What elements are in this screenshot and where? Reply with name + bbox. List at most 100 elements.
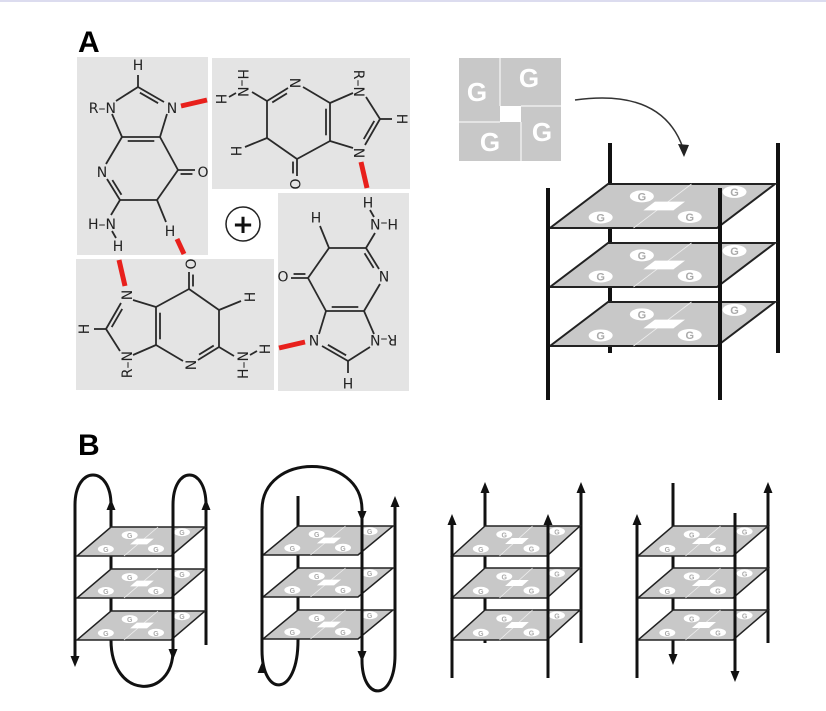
- g-base-label: G: [685, 212, 694, 224]
- g-base-label: G: [742, 529, 748, 536]
- g-base-label: G: [367, 529, 373, 536]
- atom-label: H: [343, 374, 354, 390]
- plate-center: [316, 621, 341, 628]
- covalent-bond: [329, 92, 354, 104]
- g-base-marker: [496, 530, 513, 539]
- covalent-bond: [155, 288, 190, 308]
- g-base-label: G: [314, 616, 320, 623]
- g-base-label: G: [529, 547, 535, 554]
- g-base-label: G: [478, 589, 484, 596]
- double-bond: [139, 91, 159, 104]
- atom-label: N: [350, 148, 366, 158]
- curved-arrow-line: [574, 97, 684, 149]
- covalent-bond: [111, 230, 117, 239]
- plate-divider: [685, 525, 721, 557]
- strand: [73, 473, 113, 660]
- plate-divider: [310, 567, 346, 598]
- atom-label: O: [197, 165, 208, 181]
- g-base-label: G: [502, 574, 508, 581]
- g-base-label: G: [103, 631, 109, 638]
- atom-label: O: [277, 267, 288, 283]
- covalent-bond: [106, 178, 121, 201]
- g-base-label: G: [689, 574, 695, 581]
- g-base-marker: [121, 615, 138, 624]
- g-base-marker: [97, 545, 114, 554]
- g-base-marker: [523, 544, 540, 553]
- covalent-bond: [218, 300, 242, 311]
- plate-divider: [310, 525, 346, 556]
- g-base-label: G: [665, 631, 671, 638]
- g-base-label: G: [554, 529, 560, 536]
- covalent-bond: [218, 346, 235, 357]
- plate-center: [643, 319, 685, 329]
- g-base-label: G: [179, 530, 185, 537]
- covalent-bond: [156, 199, 167, 223]
- g-base-marker: [361, 611, 378, 620]
- g-base-label: G: [502, 616, 508, 623]
- g-base-label: G: [467, 77, 487, 107]
- cation-plus: +: [232, 210, 254, 240]
- g-base-label: G: [314, 532, 320, 539]
- atom-label: R–N: [89, 101, 116, 117]
- covalent-bond: [302, 86, 331, 104]
- atom-label: H: [212, 94, 228, 105]
- g-base-label: G: [685, 271, 694, 283]
- g-base-marker: [548, 611, 565, 620]
- g-base-label: G: [638, 309, 647, 321]
- g-base-label: G: [689, 532, 695, 539]
- g-base-label: G: [127, 533, 133, 540]
- cation-circle: [225, 206, 261, 242]
- g-base-marker: [710, 586, 726, 595]
- covalent-bond: [105, 328, 121, 352]
- g-base-marker: [284, 586, 301, 595]
- atom-label: H–N: [236, 351, 252, 379]
- g-base-label: G: [715, 631, 721, 638]
- hydrogen-bond: [180, 97, 208, 109]
- arrow-down-icon: [730, 671, 740, 682]
- g-base-marker: [736, 569, 753, 578]
- g-base-marker: [722, 303, 747, 316]
- g-base-marker: [496, 614, 513, 623]
- g-base-marker: [284, 628, 301, 637]
- g-base-marker: [284, 544, 301, 553]
- atom-label: N: [167, 101, 177, 117]
- g-base-label: G: [153, 589, 159, 596]
- g-base-marker: [523, 586, 540, 595]
- g-base-label: G: [730, 305, 739, 317]
- top-border: [0, 0, 826, 2]
- atom-label: H: [243, 292, 259, 303]
- covalent-bond: [132, 299, 157, 308]
- g-base-marker: [736, 527, 753, 536]
- double-bond: [111, 179, 123, 196]
- g-base-label: G: [127, 575, 133, 582]
- atom-label: N: [120, 290, 136, 300]
- g-base-marker: [523, 628, 540, 637]
- covalent-bond: [363, 283, 381, 312]
- g-base-marker: [496, 572, 513, 581]
- g-base-label: G: [340, 546, 346, 553]
- atom-label: H: [258, 344, 274, 355]
- g-base-label: G: [314, 574, 320, 581]
- covalent-bond: [111, 113, 123, 138]
- g-base-marker: [308, 572, 325, 581]
- covalent-bond: [321, 345, 349, 362]
- g-base-label: G: [689, 616, 695, 623]
- g-base-label: G: [367, 571, 373, 578]
- g-base-label: G: [730, 187, 739, 199]
- g-base-label: G: [153, 547, 159, 554]
- covalent-bond: [329, 140, 354, 149]
- g-base-label: G: [290, 588, 296, 595]
- double-bond: [110, 308, 123, 328]
- arrow-up-icon: [543, 514, 553, 525]
- covalent-bond: [137, 86, 165, 103]
- g-base-marker: [548, 527, 565, 536]
- cation-symbol: +: [225, 206, 261, 242]
- g-base-marker: [677, 329, 702, 341]
- g-base-marker: [588, 329, 613, 342]
